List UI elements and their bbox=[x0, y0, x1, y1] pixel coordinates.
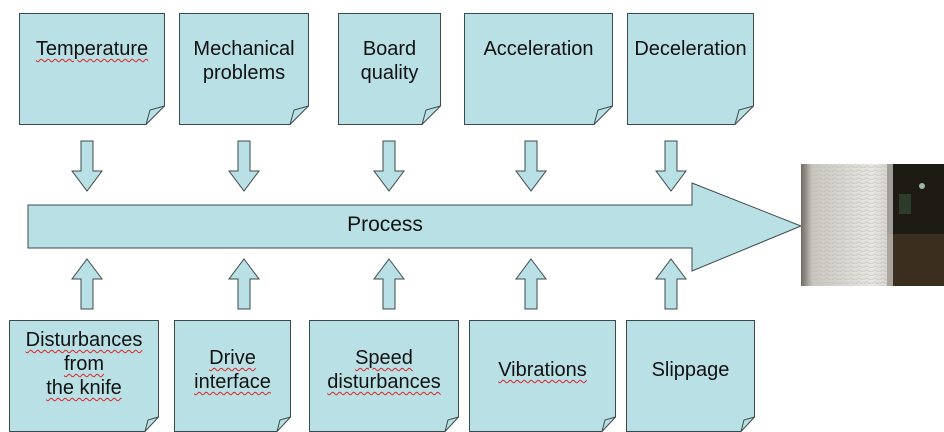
note-mechanical-problems: Mechanical problems bbox=[179, 13, 309, 125]
note-deceleration: Deceleration bbox=[627, 13, 754, 125]
down-arrow-icon bbox=[655, 140, 687, 192]
up-arrow-icon bbox=[228, 258, 260, 310]
down-arrow-icon bbox=[228, 140, 260, 192]
up-arrow-icon bbox=[515, 258, 547, 310]
vibrations-label: Vibrations bbox=[498, 359, 587, 381]
note-drive-interface: Drive interface bbox=[174, 320, 291, 432]
acceleration-label: Acceleration bbox=[483, 38, 594, 60]
down-arrow-icon bbox=[515, 140, 547, 192]
up-arrow-icon bbox=[373, 258, 405, 310]
note-acceleration: Acceleration bbox=[464, 13, 613, 125]
board-quality-label: Board quality bbox=[360, 38, 419, 84]
temperature-label: Temperature bbox=[35, 38, 149, 60]
note-board-quality: Board quality bbox=[338, 13, 441, 125]
mechanical-problems-label: Mechanical problems bbox=[193, 38, 295, 84]
drive-interface-label: Drive interface bbox=[194, 347, 271, 393]
speed-disturbances-label: Speed disturbances bbox=[327, 347, 441, 393]
process-label: Process bbox=[347, 213, 423, 236]
note-slippage: Slippage bbox=[626, 320, 755, 432]
board-stack-photo bbox=[801, 164, 944, 286]
up-arrow-icon bbox=[655, 258, 687, 310]
up-arrow-icon bbox=[71, 258, 103, 310]
note-disturbances-knife: Disturbances from the knife bbox=[9, 320, 159, 432]
deceleration-label: Deceleration bbox=[634, 38, 747, 60]
note-vibrations: Vibrations bbox=[469, 320, 616, 432]
note-temperature: Temperature bbox=[19, 13, 165, 125]
disturbances-knife-label: Disturbances from the knife bbox=[25, 329, 143, 399]
slippage-label: Slippage bbox=[651, 359, 730, 381]
note-speed-disturbances: Speed disturbances bbox=[309, 320, 459, 432]
down-arrow-icon bbox=[373, 140, 405, 192]
down-arrow-icon bbox=[71, 140, 103, 192]
